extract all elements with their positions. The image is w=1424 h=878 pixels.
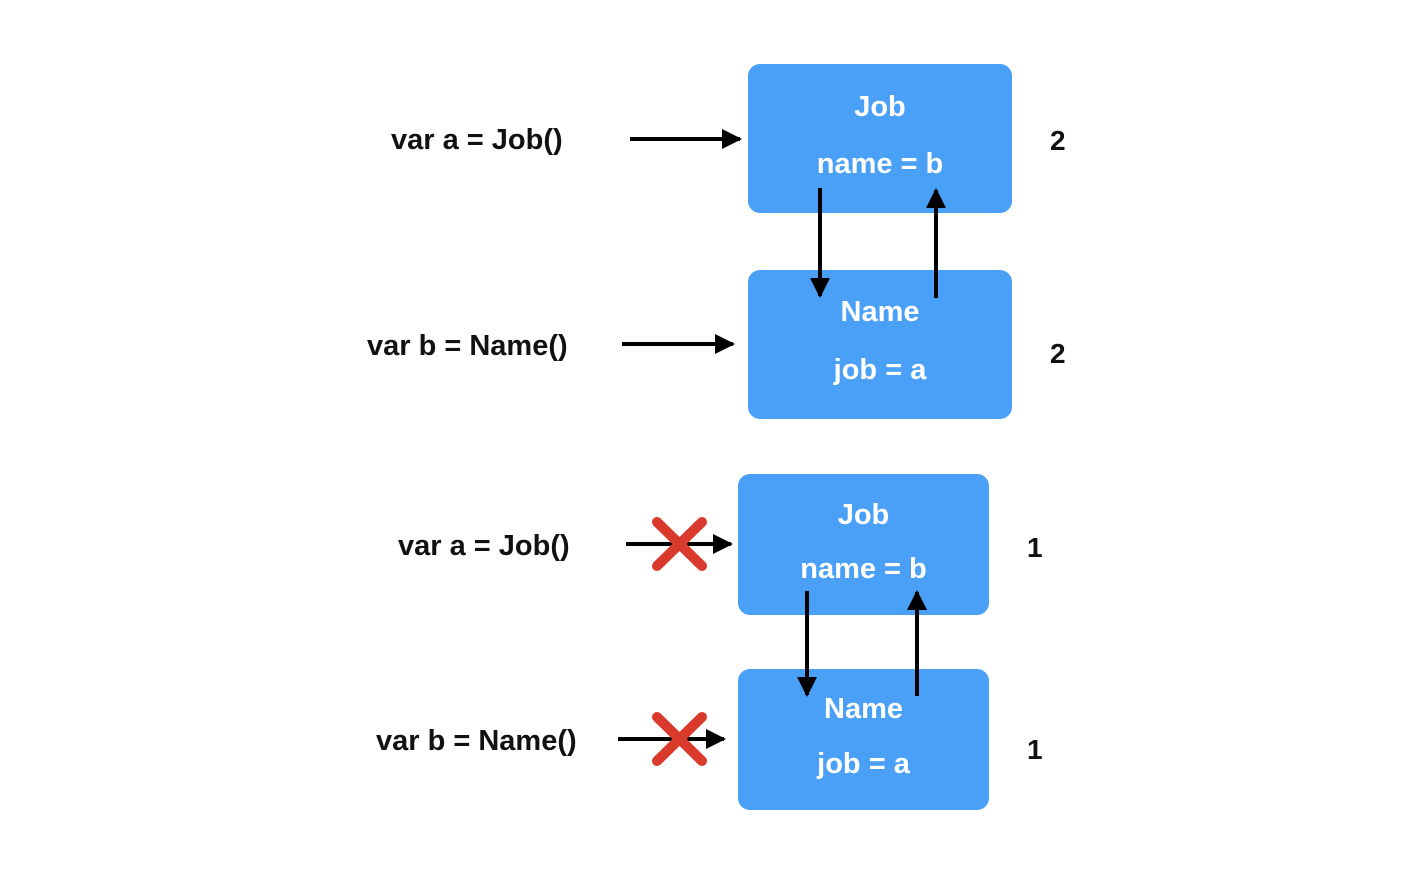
job-object-box: Job name = b xyxy=(748,64,1012,213)
job-object-title: Job xyxy=(837,499,890,531)
job-object-box-released: Job name = b xyxy=(738,474,989,615)
cross-icon xyxy=(652,712,707,766)
reference-count-name: 2 xyxy=(1050,338,1066,369)
name-object-title: Name xyxy=(824,693,903,725)
var-a-declaration: var a = Job() xyxy=(391,124,563,156)
cross-icon xyxy=(652,517,707,571)
name-object-field: job = a xyxy=(833,354,927,386)
var-b-declaration: var b = Name() xyxy=(367,330,568,362)
reference-count-job: 2 xyxy=(1050,125,1066,156)
reference-count-job-released: 1 xyxy=(1027,532,1043,563)
name-object-field: job = a xyxy=(817,748,910,780)
reference-count-name-released: 1 xyxy=(1027,734,1043,765)
job-object-title: Job xyxy=(854,91,906,123)
name-object-box: Name job = a xyxy=(748,270,1012,419)
job-object-field: name = b xyxy=(800,553,927,585)
var-b-declaration-released: var b = Name() xyxy=(376,725,577,757)
var-a-declaration-released: var a = Job() xyxy=(398,530,570,562)
name-object-box-released: Name job = a xyxy=(738,669,989,810)
job-object-field: name = b xyxy=(816,148,944,180)
name-object-title: Name xyxy=(840,296,920,328)
